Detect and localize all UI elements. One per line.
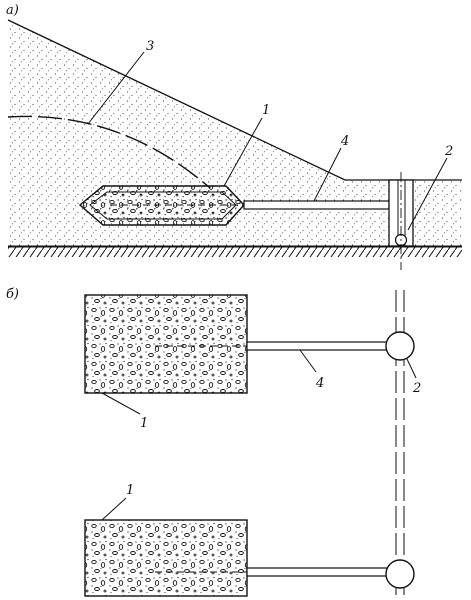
callout-b-1-upper: 1 bbox=[140, 416, 148, 431]
callout-b-4: 4 bbox=[315, 376, 324, 391]
callout-b-1-lower: 1 bbox=[126, 483, 134, 498]
leader-b-4 bbox=[299, 349, 317, 373]
leader-b-1-upper bbox=[101, 392, 141, 415]
outlet-pipe bbox=[243, 200, 390, 210]
leader-b-1-lower bbox=[101, 497, 127, 521]
leader-3 bbox=[87, 51, 145, 125]
seepage-curve bbox=[7, 115, 211, 189]
drain-block-upper bbox=[84, 294, 248, 394]
manhole-upper bbox=[385, 331, 415, 361]
outlet-pipe-lower bbox=[246, 567, 389, 577]
panel-a-label: а) bbox=[6, 3, 19, 18]
manhole-lower bbox=[385, 559, 415, 589]
drain-block-lower bbox=[84, 519, 248, 597]
leader-4 bbox=[313, 147, 342, 202]
callout-a-4: 4 bbox=[340, 134, 349, 149]
panel-b-label: б) bbox=[6, 287, 19, 302]
callout-a-1: 1 bbox=[262, 103, 270, 118]
panel-a: а) 3 1 4 2 bbox=[6, 3, 462, 270]
callout-b-2: 2 bbox=[412, 381, 421, 396]
ground-hatch bbox=[8, 247, 462, 257]
leader-b-2 bbox=[406, 358, 417, 379]
panel-b: б) 4 2 1 1 bbox=[6, 287, 421, 597]
embankment-slope bbox=[7, 19, 462, 181]
leader-2 bbox=[407, 157, 448, 231]
leader-1 bbox=[223, 117, 263, 187]
callout-a-2: 2 bbox=[444, 144, 453, 159]
callout-a-3: 3 bbox=[146, 39, 154, 54]
outlet-pipe-upper bbox=[246, 341, 389, 351]
